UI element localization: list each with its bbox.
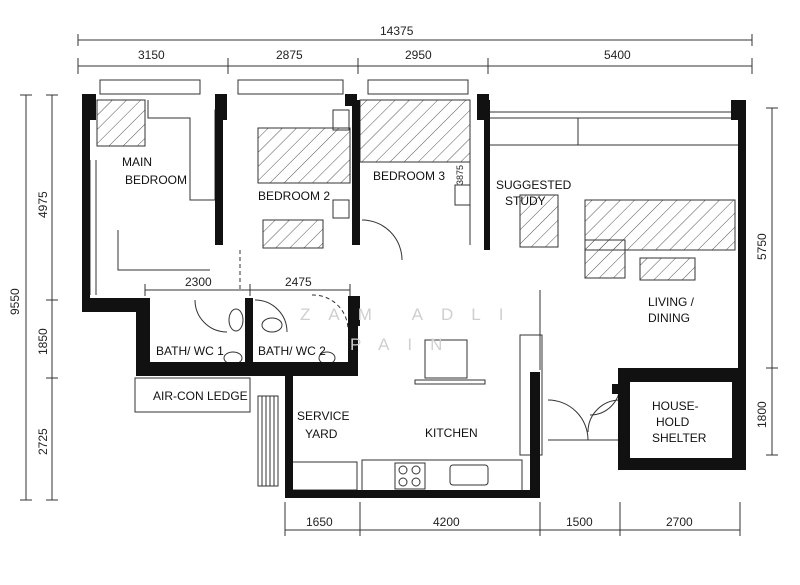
- dim-left-1: 4975: [36, 191, 50, 218]
- dimension-lines: [20, 34, 778, 536]
- living-label-1: LIVING /: [648, 295, 695, 309]
- dim-bottom-4: 2700: [666, 515, 693, 529]
- shelter-label-3: SHELTER: [652, 431, 707, 445]
- sanitary-fixtures: [223, 308, 421, 487]
- built-in-wardrobes: [96, 99, 736, 281]
- study-label-1: SUGGESTED: [496, 178, 572, 192]
- room-labels: MAIN BEDROOM BEDROOM 2 BEDROOM 3 SUGGEST…: [122, 155, 707, 445]
- dim-left-total: 9550: [8, 288, 22, 315]
- dim-top-4: 5400: [604, 48, 631, 62]
- watermark-line-1: ZAM ADLI: [300, 305, 521, 324]
- dim-bottom-3: 1500: [566, 515, 593, 529]
- study-label-2: STUDY: [505, 194, 546, 208]
- bedroom2-label: BEDROOM 2: [258, 189, 330, 203]
- dim-top-1: 3150: [138, 48, 165, 62]
- service-yard-label-1: SERVICE: [297, 409, 349, 423]
- dim-top-total: 14375: [380, 24, 414, 38]
- bedroom3-label: BEDROOM 3: [373, 169, 445, 183]
- dim-bedroom3-small: 3875: [455, 165, 465, 185]
- dim-right-2: 1800: [755, 401, 769, 428]
- kitchen-label: KITCHEN: [425, 426, 478, 440]
- watermark-line-2: PAIN: [350, 335, 460, 354]
- dim-bath1: 2300: [185, 275, 212, 289]
- shelter-label-2: HOLD: [656, 415, 690, 429]
- aircon-ledge-label: AIR-CON LEDGE: [153, 389, 248, 403]
- dim-right-1: 5750: [755, 233, 769, 260]
- living-label-2: DINING: [648, 311, 690, 325]
- bath1-label: BATH/ WC 1: [156, 344, 224, 358]
- service-yard-label-2: YARD: [305, 427, 338, 441]
- watermark: ZAM ADLI PAIN: [300, 305, 521, 354]
- dim-bath2: 2475: [285, 275, 312, 289]
- dim-top-2: 2875: [276, 48, 303, 62]
- dim-bottom-1: 1650: [306, 515, 333, 529]
- dim-left-3: 2725: [36, 428, 50, 455]
- dim-bottom-2: 4200: [433, 515, 460, 529]
- shelter-label-1: HOUSE-: [652, 399, 699, 413]
- dim-top-3: 2950: [405, 48, 432, 62]
- dimension-labels: 14375 3150 2875 2950 5400 9550 4975 1850…: [8, 24, 769, 529]
- main-bedroom-label-1: MAIN: [122, 155, 152, 169]
- bath2-label: BATH/ WC 2: [258, 344, 326, 358]
- door-swings: [194, 219, 621, 441]
- interior-lines: [117, 100, 740, 493]
- main-bedroom-label-2: BEDROOM: [125, 173, 187, 187]
- walls: [82, 94, 746, 498]
- dim-left-2: 1850: [36, 328, 50, 355]
